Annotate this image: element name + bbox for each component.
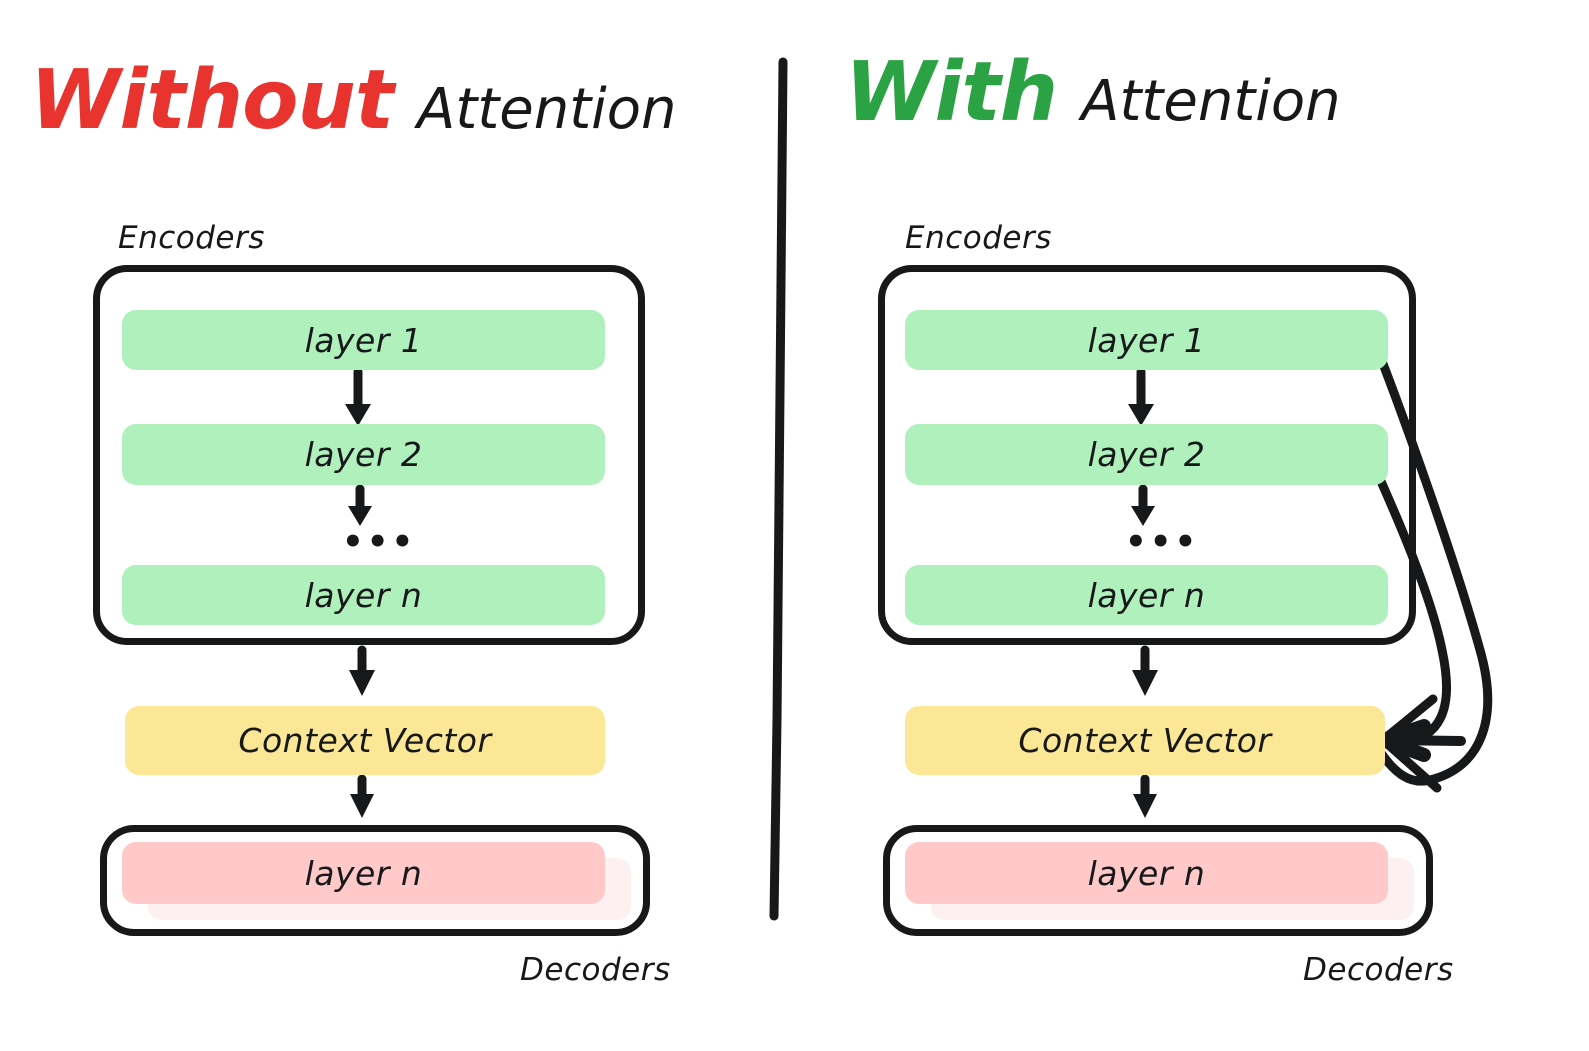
- encoder-layer-left-n-label: layer n: [304, 575, 423, 615]
- encoder-layer-right-1[interactable]: layer 1: [905, 310, 1388, 370]
- encoders-label-right: Encoders: [905, 220, 1052, 256]
- attention-arrowhead: [1376, 694, 1466, 793]
- encoders-label-left: Encoders: [118, 220, 265, 256]
- decoder-layer-right-n-label: layer n: [1087, 853, 1206, 893]
- encoder-layer-left-2-label: layer 2: [304, 435, 423, 474]
- encoder-layer-right-n-label: layer n: [1087, 575, 1206, 615]
- encoder-box-right: [878, 265, 1416, 645]
- decoder-layer-right-n[interactable]: layer n: [905, 842, 1388, 904]
- context-vector-right[interactable]: Context Vector: [905, 706, 1385, 775]
- encoder-ellipsis-right: •••: [1125, 522, 1200, 562]
- panel-title-without: Without Attention: [30, 60, 676, 142]
- encoder-ellipsis-left: •••: [342, 522, 417, 562]
- arrow-right-context-decoder: [1133, 774, 1157, 818]
- panel-title-emphasis: Without: [30, 53, 394, 148]
- encoder-layer-right-1-label: layer 1: [1087, 320, 1206, 360]
- encoder-layer-left-1-label: layer 1: [304, 320, 423, 360]
- encoder-layer-right-n[interactable]: layer n: [905, 565, 1388, 625]
- decoders-label-right: Decoders: [1303, 952, 1454, 988]
- decoders-label-left: Decoders: [520, 952, 671, 988]
- encoder-layer-right-2-label: layer 2: [1087, 435, 1206, 474]
- encoder-layer-right-2[interactable]: layer 2: [905, 424, 1388, 485]
- decoder-layer-left-n[interactable]: layer n: [122, 842, 605, 904]
- vertical-divider-line: [769, 57, 788, 921]
- decoder-box-left: [100, 825, 650, 936]
- panel-title-rest: Attention: [417, 77, 677, 142]
- decoder-layer-left-n-label: layer n: [304, 853, 423, 893]
- context-vector-left[interactable]: Context Vector: [125, 706, 605, 775]
- panel-title-emphasis: With: [845, 45, 1058, 140]
- arrow-left-encoder-context: [349, 645, 375, 696]
- panel-title-rest: Attention: [1081, 69, 1341, 134]
- panel-title-with: With Attention: [845, 52, 1341, 134]
- decoder-box-right: [883, 825, 1433, 936]
- context-vector-left-label: Context Vector: [238, 721, 492, 760]
- encoder-box-left: [93, 265, 645, 645]
- encoder-layer-left-2[interactable]: layer 2: [122, 424, 605, 485]
- arrow-left-context-decoder: [350, 774, 374, 818]
- context-vector-right-label: Context Vector: [1018, 721, 1272, 760]
- encoder-layer-left-n[interactable]: layer n: [122, 565, 605, 625]
- encoder-layer-left-1[interactable]: layer 1: [122, 310, 605, 370]
- arrow-right-encoder-context: [1132, 645, 1158, 696]
